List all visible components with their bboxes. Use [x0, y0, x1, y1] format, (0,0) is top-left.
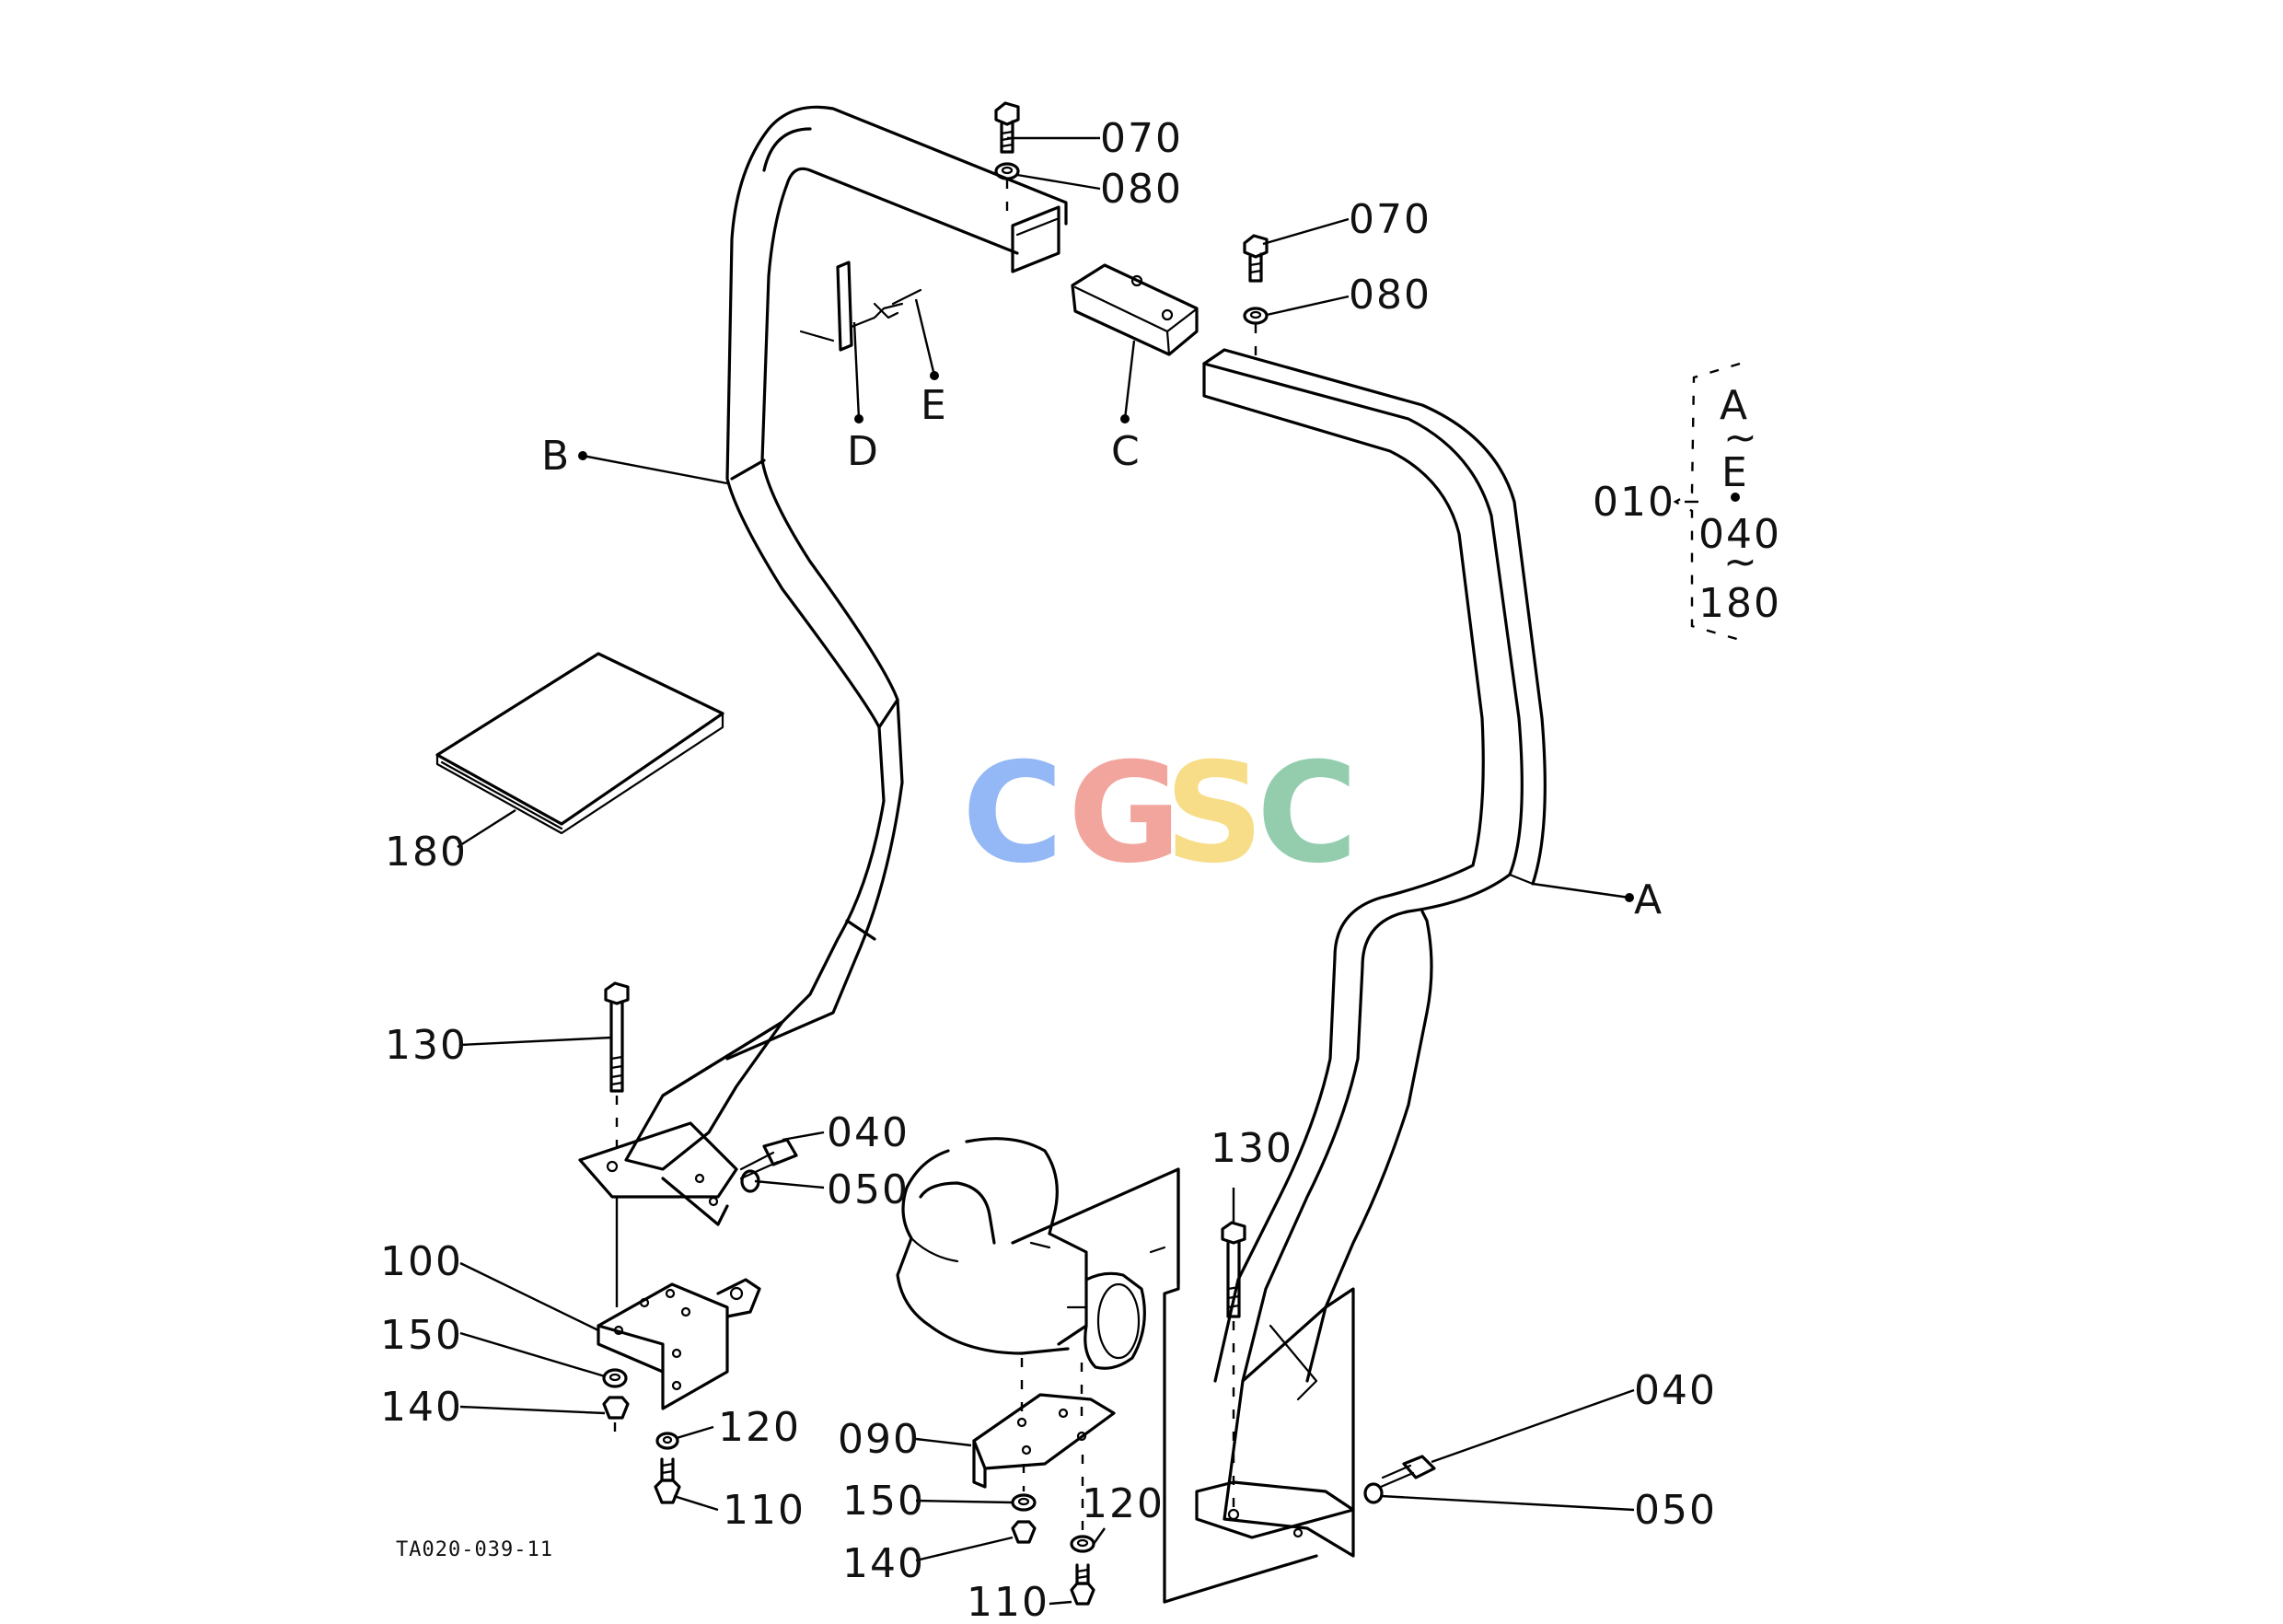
frame-a [1195, 348, 1547, 1558]
callout-180: 180 [385, 829, 468, 876]
callout-130-left: 130 [385, 1022, 468, 1069]
callout-080-right: 080 [1349, 272, 1431, 319]
left-bolt-stack [597, 981, 798, 1504]
callout-120-left: 120 [718, 1404, 801, 1451]
group-sep-2: ~ [1723, 539, 1759, 586]
callout-labels: 070 080 070 080 E D C B A 180 130 040 05… [380, 115, 1717, 1624]
callout-150-left: 150 [380, 1312, 463, 1359]
callout-100: 100 [380, 1238, 463, 1285]
pin-d-clip-e [799, 261, 922, 352]
callout-a: A [1634, 876, 1663, 923]
callout-110-left: 110 [723, 1487, 805, 1534]
drawing-code: TA020-039-11 [396, 1538, 553, 1561]
assembly-group-010: 010 A ~ E 040 ~ 180 [1593, 362, 1781, 642]
callout-080-top: 080 [1100, 166, 1183, 213]
group-e: E [1721, 449, 1749, 496]
callout-040-right: 040 [1634, 1367, 1717, 1414]
right-bolt-stack [1221, 1221, 1436, 1510]
callout-140-mid: 140 [842, 1540, 925, 1587]
callout-110-mid: 110 [967, 1579, 1049, 1624]
group-040: 040 [1698, 511, 1781, 558]
group-a: A [1720, 382, 1749, 429]
watermark: C G S C [962, 734, 1358, 894]
axle-housing [896, 1137, 1318, 1606]
callout-140-left: 140 [380, 1384, 463, 1431]
callout-090: 090 [838, 1416, 921, 1463]
group-sep-1: ~ [1723, 414, 1759, 461]
callout-070-top: 070 [1100, 115, 1183, 162]
callout-010: 010 [1593, 479, 1675, 526]
callout-070-right: 070 [1349, 196, 1431, 243]
watermark-letter-c1: C [962, 734, 1063, 894]
callout-040-left: 040 [827, 1109, 910, 1156]
group-180: 180 [1698, 580, 1781, 627]
callout-e: E [921, 382, 948, 429]
callout-050-left: 050 [827, 1166, 910, 1213]
manual-180 [435, 652, 724, 835]
connector-c [1071, 263, 1199, 356]
watermark-letter-c2: C [1257, 734, 1358, 894]
callout-d: D [847, 428, 880, 475]
watermark-letter-g: G [1068, 734, 1181, 894]
frame-b [578, 105, 1068, 1226]
watermark-letter-s: S [1165, 734, 1264, 894]
callout-120-mid: 120 [1082, 1480, 1165, 1527]
callout-130-right: 130 [1211, 1125, 1293, 1172]
leader-lines [457, 136, 1740, 1606]
callout-150-mid: 150 [842, 1478, 925, 1525]
callout-b: B [541, 433, 571, 480]
callout-050-right: 050 [1634, 1487, 1717, 1534]
callout-c: C [1111, 428, 1142, 475]
